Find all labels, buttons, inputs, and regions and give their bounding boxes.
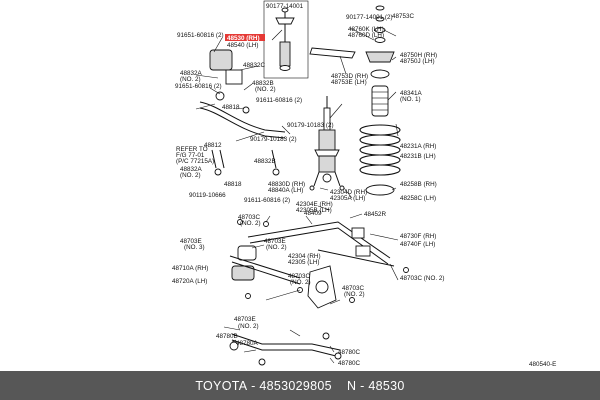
part-label: REFER TO (176, 146, 208, 153)
part-label: 91651-60816 (2) (177, 32, 224, 39)
part-label: 48409 (304, 210, 322, 217)
part-labels: 90177-14001 48530 (RH) 48540 (LH) 91651-… (172, 3, 444, 367)
part-label: 48231A (RH) (400, 143, 436, 150)
part-label: 42305 (LH) (288, 259, 320, 266)
brand-name: TOYOTA (195, 378, 248, 393)
separator: N - (347, 378, 365, 393)
part-label: (NO. 2) (240, 220, 261, 227)
part-label: 91611-60816 (2) (244, 197, 290, 204)
part-label: 48740F (LH) (400, 241, 435, 248)
part-label: (NO. 2) (344, 291, 365, 298)
part-label: 48720A (LH) (172, 278, 207, 285)
part-label: 48703E (180, 238, 202, 245)
part-label: 48832A (180, 70, 203, 77)
part-label: 48780C (338, 349, 361, 356)
part-label: 48760K (LH) (348, 26, 384, 33)
coil-spring-assembly (309, 5, 401, 196)
shock-absorber-assembly (263, 0, 309, 79)
separator (332, 379, 347, 393)
part-label: 42305B (LH) (296, 207, 332, 214)
part-label: (NO. 2) (290, 279, 311, 286)
part-label: 90179-10183 (2) (250, 136, 297, 143)
stabilizer-bar-assembly (199, 49, 286, 176)
part-label: 48750J (LH) (400, 58, 435, 65)
part-label: (P/C 77215A) (176, 158, 214, 165)
part-label: 42304D (RH) (330, 189, 367, 196)
part-label: 42305A (LH) (330, 195, 365, 202)
part-label: 48730F (RH) (400, 233, 436, 240)
part-label: 48832B (254, 158, 276, 165)
group-code: 48530 (368, 378, 405, 393)
part-label: 48760D (LH) (348, 32, 384, 39)
part-label: (NO. 1) (400, 96, 421, 103)
part-label: 48753C (392, 13, 415, 20)
part-label: 48780C (338, 360, 361, 367)
part-label: (NO. 2) (180, 172, 201, 179)
part-label: 90179-10183 (2) (287, 122, 334, 129)
part-label: 48258B (RH) (400, 181, 437, 188)
highlighted-part-box (225, 34, 265, 41)
part-label: 91651-60816 (2) (175, 83, 222, 90)
part-label: 48812 (204, 142, 222, 149)
part-label: 48540 (LH) (227, 42, 259, 49)
part-label: 42304E (RH) (296, 201, 333, 208)
diagram-code: 480540-E (529, 361, 557, 368)
part-label: (NO. 2) (266, 244, 287, 251)
part-label: 48818 (222, 104, 240, 111)
part-label: 42304 (RH) (288, 253, 321, 260)
part-label: 48832B (252, 80, 274, 87)
lower-arms-assembly (229, 219, 409, 366)
part-label: 48780B (216, 333, 238, 340)
part-label: 48818 (224, 181, 242, 188)
part-label: 48703E (264, 238, 286, 245)
part-label: F/G 77-01 (176, 152, 205, 159)
part-number: 4853029805 (259, 378, 332, 393)
part-label: 48258C (LH) (400, 195, 436, 202)
part-label: 48703C (238, 214, 261, 221)
part-label: 48703C (NO. 2) (400, 275, 444, 282)
footer-bar: TOYOTA - 4853029805 N - 48530 (0, 371, 600, 400)
part-label: 91611-60816 (2) (256, 97, 302, 104)
part-label: 48703C (288, 273, 311, 280)
part-label-highlighted: 48530 (RH) (227, 35, 260, 42)
part-label: 48703C (342, 285, 365, 292)
part-label: 90177-14001 (2) (346, 14, 393, 21)
part-label: 48830D (RH) (268, 181, 305, 188)
part-label: 48753D (RH) (331, 73, 368, 80)
part-label: 48832C (243, 62, 266, 69)
part-label: 48710A (RH) (172, 265, 208, 272)
part-label: 90177-14001 (266, 3, 304, 10)
part-label: 48341A (400, 90, 423, 97)
part-label: 48753E (LH) (331, 79, 367, 86)
part-label: 48840A (LH) (268, 187, 303, 194)
rear-strut-assembly (309, 96, 345, 191)
part-label: (NO. 2) (180, 76, 201, 83)
part-label: (NO. 2) (255, 86, 276, 93)
part-label: 48832A (180, 166, 203, 173)
leader-lines (195, 27, 399, 364)
part-label: 48703E (234, 316, 256, 323)
part-label: (NO. 2) (238, 323, 259, 330)
part-label: 90119-10666 (189, 192, 226, 199)
separator: - (251, 378, 256, 393)
part-label: 48750H (RH) (400, 52, 437, 59)
part-label: 48780A (236, 340, 259, 347)
part-label: 48231B (LH) (400, 153, 436, 160)
part-label: 48452R (364, 211, 387, 218)
part-label: (NO. 3) (184, 244, 205, 251)
